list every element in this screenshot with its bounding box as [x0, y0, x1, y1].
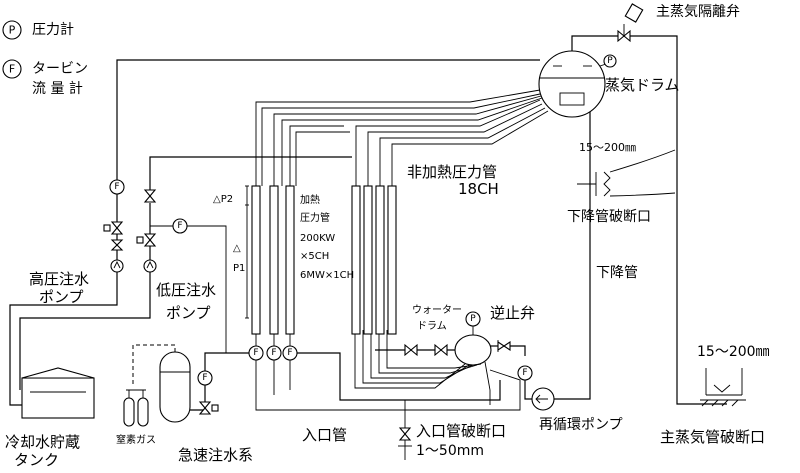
heated-tube-label-4: ×5CH: [300, 251, 330, 262]
water-drum-pressure-gauge: P: [465, 311, 481, 335]
water-drum-label-line1: ウォーター: [412, 305, 462, 316]
legend-pressure-label: 圧力計: [32, 22, 74, 38]
main-steam-break: [700, 368, 746, 407]
check-valve-label: 逆止弁: [490, 304, 536, 322]
heated-tube-flowmeter-2: F: [266, 334, 282, 361]
inlet-header: [297, 352, 501, 401]
main-steam-break-label: 主蒸気管破断口: [660, 428, 766, 446]
steam-drum: [538, 50, 606, 118]
svg-text:F: F: [522, 368, 527, 378]
inlet-break-label: 入口管破断口: [416, 422, 507, 440]
downcomer-break-size-label: 15～200㎜: [579, 141, 636, 154]
water-drum-label-line2: ドラム: [417, 321, 447, 332]
svg-text:F: F: [177, 221, 182, 231]
legend-flow-label-line2: 流 量 計: [32, 81, 83, 97]
main-steam-isolation-valve: [617, 3, 644, 43]
dp2-label: △P2: [213, 194, 234, 205]
water-drum-valve-1: [404, 343, 418, 357]
rapid-flowmeter: F: [197, 370, 213, 386]
downcomer-break: [577, 149, 676, 197]
lp-pump: [143, 259, 157, 273]
hp-injection-label-line1: 高圧注水: [29, 270, 90, 288]
dp-markers: [245, 185, 249, 319]
unheated-tube-label: 非加熱圧力管: [407, 163, 498, 181]
check-valve: [497, 340, 511, 352]
svg-text:F: F: [253, 348, 258, 358]
hp-valve: [103, 221, 124, 251]
drum-pressure-gauge: P: [599, 54, 617, 68]
heated-tube-label-1: 加熱: [300, 195, 320, 206]
coolant-tank-label-line1: 冷却水貯蔵: [5, 433, 81, 451]
water-drum: [454, 334, 492, 366]
nitrogen-bottles: [123, 389, 149, 427]
heated-tube-label-2: 圧力管: [300, 213, 330, 224]
inlet-break: [398, 400, 412, 460]
legend-flow-label-line1: タービン: [32, 61, 88, 77]
rapid-injection-label: 急速注水系: [178, 446, 254, 464]
accumulator: [159, 351, 191, 423]
heated-tube-flowmeter-3: F: [282, 334, 298, 361]
lp-injection-label-line1: 低圧注水: [156, 281, 217, 299]
lp-valve-upper: [143, 189, 157, 203]
svg-text:F: F: [9, 63, 15, 76]
unheated-tubes: [351, 185, 397, 335]
svg-text:F: F: [287, 348, 292, 358]
rapid-valve: [198, 401, 219, 415]
main-steam-break-size-label: 15～200㎜: [697, 344, 770, 360]
hp-flowmeter: F: [109, 179, 125, 195]
lp-flowmeter: F: [172, 218, 188, 234]
svg-text:F: F: [271, 348, 276, 358]
recirculation-pump-label: 再循環ポンプ: [539, 417, 623, 433]
water-drum-valve-2: [434, 343, 448, 357]
lp-injection-label-line2: ポンプ: [166, 304, 211, 322]
inlet-pipe-label: 入口管: [302, 426, 348, 444]
recirculation-line: [506, 345, 532, 400]
unheated-count-label: 18CH: [458, 180, 499, 198]
coolant-tank: [21, 367, 95, 419]
dp1-symbol-label: △: [233, 243, 241, 254]
recirculation-flowmeter: F: [517, 365, 533, 381]
svg-text:P: P: [9, 24, 16, 37]
legend-flow-symbol: F: [2, 59, 22, 79]
hp-pump: [110, 259, 124, 273]
lp-valve: [136, 233, 157, 247]
hp-injection-label-line2: ポンプ: [39, 288, 84, 306]
svg-text:P: P: [470, 314, 476, 324]
main-steam-isolation-valve-label: 主蒸気隔離弁: [656, 4, 740, 20]
drum-pressure-symbol: P: [607, 56, 613, 66]
main-steam-line: [571, 35, 727, 405]
coolant-tank-label-line2: タンク: [14, 451, 60, 469]
recirculation-pump: [531, 387, 555, 411]
heated-tubes: [251, 185, 295, 335]
lp-injection-line: [19, 156, 352, 390]
heated-tube-label-3: 200KW: [300, 233, 336, 244]
steam-drum-label: 蒸気ドラム: [605, 76, 680, 94]
svg-text:F: F: [202, 373, 207, 383]
nitrogen-line: [132, 344, 176, 385]
dp1-label: P1: [233, 263, 246, 274]
downcomer-break-label: 下降管破断口: [567, 209, 651, 225]
nitrogen-gas-label: 窒素ガス: [116, 435, 156, 446]
downcomer-label: 下降管: [596, 265, 638, 281]
legend-pressure-symbol: P: [2, 20, 22, 40]
downcomer-line: [542, 112, 591, 400]
heated-tube-flowmeter-1: F: [248, 334, 264, 361]
inlet-break-size-label: 1～50mm: [416, 443, 484, 459]
svg-text:F: F: [114, 182, 119, 192]
heated-tube-label-5: 6MW×1CH: [300, 270, 355, 281]
